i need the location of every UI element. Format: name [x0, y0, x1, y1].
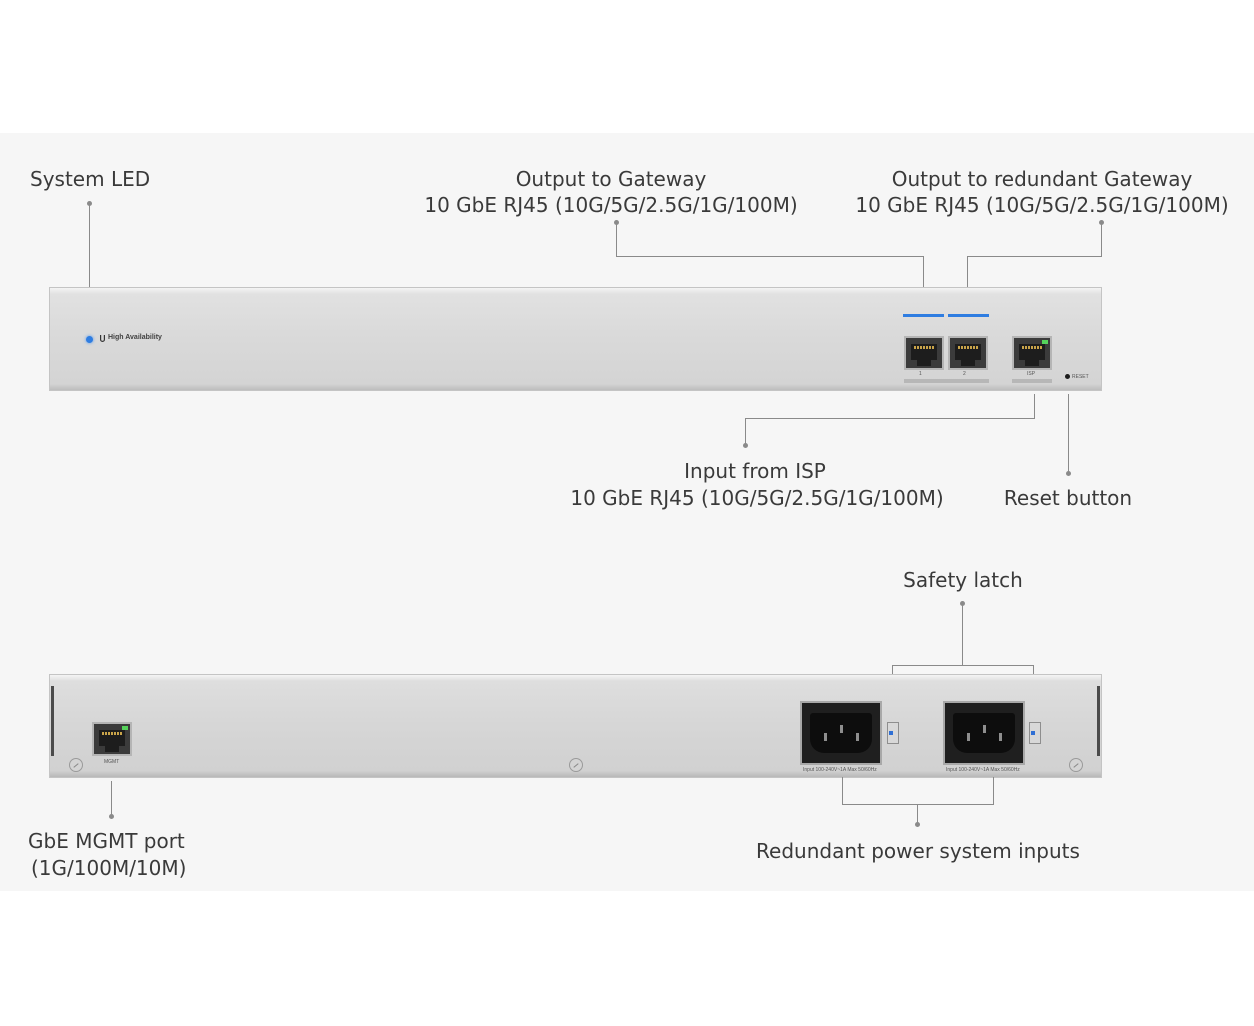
latch-indicator	[889, 731, 893, 735]
system-led-label: System LED	[30, 167, 151, 191]
port1-label-strip	[904, 379, 989, 383]
mgmt-port-label: MGMT	[104, 759, 120, 765]
reset-label: RESET	[1072, 374, 1089, 380]
isp-leader-line-h	[745, 418, 1035, 419]
isp-leader-dot	[743, 443, 748, 448]
isp-input-port[interactable]	[1012, 336, 1052, 370]
isp-leader-line-v2	[745, 418, 746, 445]
inlet-well	[953, 713, 1015, 753]
power-leader-line-left	[842, 777, 843, 805]
rear-panel-left-edge	[51, 686, 54, 756]
input-isp-spec: 10 GbE RJ45 (10G/5G/2.5G/1G/100M)	[570, 486, 944, 510]
screw-icon	[69, 758, 83, 772]
port-notch	[917, 360, 931, 366]
rear-panel-right-edge	[1097, 686, 1100, 756]
inlet-pin	[856, 733, 859, 741]
mgmt-port-title: GbE MGMT port	[28, 829, 185, 853]
inlet-pin	[999, 733, 1002, 741]
psu2-rating: Input 100-240V~1A Max 50/60Hz	[946, 767, 1020, 773]
output-gateway-leader-line-v2	[923, 256, 924, 288]
power-leader-line-h	[842, 804, 994, 805]
mgmt-port[interactable]	[92, 722, 132, 756]
front-panel	[49, 287, 1102, 391]
power-inlet-1[interactable]	[800, 701, 882, 765]
reset-button[interactable]	[1065, 374, 1070, 379]
psu1-rating: Input 100-240V~1A Max 50/60Hz	[803, 767, 877, 773]
output-redundant-leader-line-v2	[967, 256, 968, 288]
system-led	[86, 336, 93, 343]
safety-latch-leader-line-h	[892, 665, 1034, 666]
output-redundant-spec: 10 GbE RJ45 (10G/5G/2.5G/1G/100M)	[855, 193, 1229, 217]
port-link-led	[122, 726, 128, 730]
port-pins	[1022, 346, 1042, 349]
port-pins	[102, 732, 122, 735]
port-pins	[914, 346, 934, 349]
port-notch	[1025, 360, 1039, 366]
output-redundant-leader-line-h	[967, 256, 1102, 257]
isp-port-label: ISP	[1027, 371, 1036, 377]
output-redundant-leader-line-v1	[1101, 222, 1102, 257]
inlet-pin	[983, 725, 986, 733]
safety-latch-leader-line-v	[962, 603, 963, 666]
inlet-pin	[840, 725, 843, 733]
inlet-pin	[824, 733, 827, 741]
safety-latch-1[interactable]	[887, 722, 899, 744]
port-link-led	[1042, 340, 1048, 344]
screw-icon	[1069, 758, 1083, 772]
port2-indicator-bar	[948, 314, 989, 317]
power-leader-line-v	[917, 804, 918, 824]
reset-leader-dot	[1066, 471, 1071, 476]
inlet-well	[810, 713, 872, 753]
port1-label: 1	[919, 371, 922, 377]
screw-icon	[569, 758, 583, 772]
power-leader-dot	[915, 822, 920, 827]
output-gateway-spec: 10 GbE RJ45 (10G/5G/2.5G/1G/100M)	[424, 193, 798, 217]
port-notch	[961, 360, 975, 366]
isp-leader-line-v1	[1034, 394, 1035, 419]
redundant-gateway-output-port[interactable]	[948, 336, 988, 370]
reset-button-label: Reset button	[1003, 486, 1133, 510]
mgmt-port-leader-line	[111, 781, 112, 816]
redundant-power-label: Redundant power system inputs	[756, 839, 1080, 863]
power-leader-line-right	[993, 777, 994, 805]
port1-indicator-bar	[903, 314, 944, 317]
gateway-output-port[interactable]	[904, 336, 944, 370]
isp-label-strip	[1012, 379, 1052, 383]
input-isp-title: Input from ISP	[684, 459, 826, 483]
latch-indicator	[1031, 731, 1035, 735]
reset-leader-line	[1068, 394, 1069, 473]
output-gateway-title: Output to Gateway	[515, 167, 707, 191]
output-gateway-leader-line-v1	[616, 222, 617, 257]
port2-label: 2	[963, 371, 966, 377]
port-notch	[105, 746, 119, 752]
safety-latch-label: Safety latch	[903, 568, 1023, 592]
output-gateway-leader-line-h	[616, 256, 924, 257]
inlet-pin	[967, 733, 970, 741]
port-pins	[958, 346, 978, 349]
output-redundant-title: Output to redundant Gateway	[891, 167, 1193, 191]
mgmt-port-spec: (1G/100M/10M)	[31, 856, 187, 880]
power-inlet-2[interactable]	[943, 701, 1025, 765]
mgmt-port-leader-dot	[109, 814, 114, 819]
ubiquiti-logo-icon	[100, 335, 105, 342]
front-brand-text: High Availability	[108, 334, 162, 341]
system-led-leader-line	[89, 203, 90, 335]
safety-latch-2[interactable]	[1029, 722, 1041, 744]
